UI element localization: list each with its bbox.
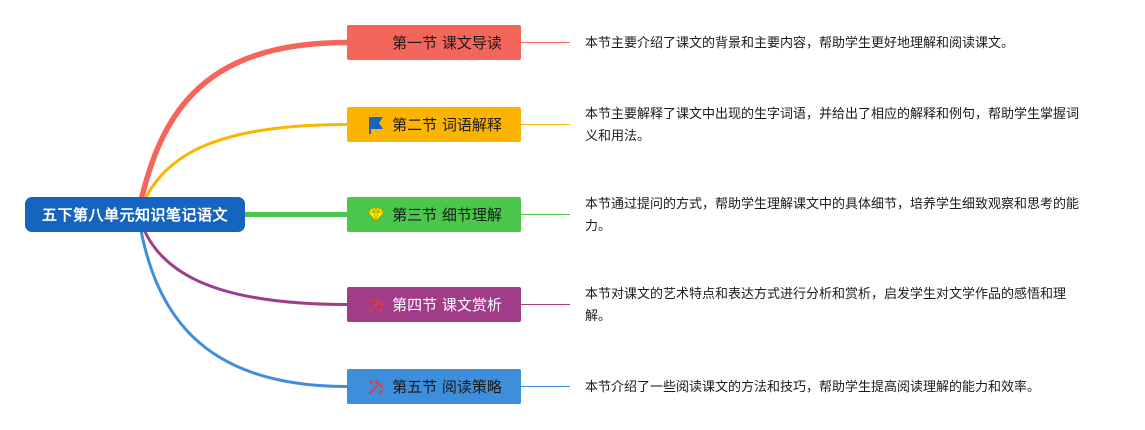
diamond-icon bbox=[366, 205, 386, 225]
topic-label: 第四节 课文赏析 bbox=[392, 296, 502, 314]
root-topic[interactable]: 五下第八单元知识笔记语文 bbox=[25, 197, 245, 232]
topic-lesson-intro[interactable]: 第一节 课文导读 bbox=[347, 25, 521, 60]
description-lesson-intro: 本节主要介绍了课文的背景和主要内容，帮助学生更好地理解和阅读课文。 bbox=[585, 36, 1015, 51]
home-icon bbox=[366, 33, 386, 53]
tools-icon bbox=[366, 377, 386, 397]
flag-icon bbox=[366, 115, 386, 135]
topic-label: 第一节 课文导读 bbox=[392, 34, 502, 52]
topic-label: 第三节 细节理解 bbox=[392, 206, 502, 224]
topic-vocabulary[interactable]: 第二节 词语解释 bbox=[347, 107, 521, 142]
branch-connector bbox=[136, 212, 349, 306]
description-reading-strategy: 本节介绍了一些阅读课文的方法和技巧，帮助学生提高阅读理解的能力和效率。 bbox=[585, 380, 1041, 395]
description-appreciation: 本节对课文的艺术特点和表达方式进行分析和赏析，启发学生对文学作品的感悟和理解。 bbox=[585, 287, 1067, 324]
topic-reading-strategy[interactable]: 第五节 阅读策略 bbox=[347, 369, 521, 404]
topic-label: 第五节 阅读策略 bbox=[392, 378, 502, 396]
topic-appreciation[interactable]: 第四节 课文赏析 bbox=[347, 287, 521, 322]
topic-label: 第二节 词语解释 bbox=[392, 116, 502, 134]
branch-connector bbox=[135, 39, 350, 217]
description-detail-understanding: 本节通过提问的方式，帮助学生理解课文中的具体细节，培养学生细致观察和思考的能力。 bbox=[585, 197, 1080, 234]
tools-icon bbox=[366, 295, 386, 315]
topic-detail-understanding[interactable]: 第三节 细节理解 bbox=[347, 197, 521, 232]
description-vocabulary: 本节主要解释了课文中出现的生字词语，并给出了相应的解释和例句，帮助学生掌握词义和… bbox=[585, 107, 1080, 144]
branch-connector bbox=[136, 212, 349, 388]
branch-connector bbox=[136, 123, 349, 216]
